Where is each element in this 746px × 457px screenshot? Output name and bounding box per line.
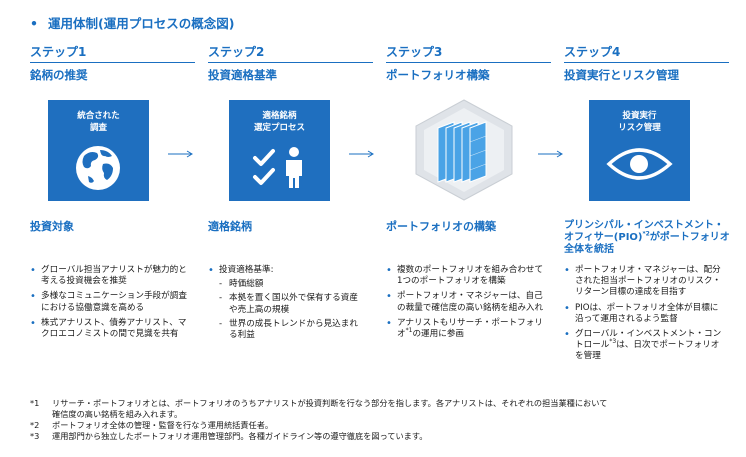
portfolio-layers-icon: [415, 99, 513, 201]
step3-header: ステップ3 ポートフォリオ構築: [386, 44, 551, 83]
step4-header: ステップ4 投資実行とリスク管理: [564, 44, 729, 83]
list-item-text: 投資適格基準:: [219, 265, 274, 275]
step4-divider: [564, 62, 729, 63]
step1-name: 銘柄の推奨: [30, 68, 88, 82]
step4-card-label: 投資実行 リスク管理: [589, 110, 690, 134]
step3-name: ポートフォリオ構築: [386, 68, 490, 82]
step1-divider: [30, 62, 195, 63]
step3-list: 複数のポートフォリオを組み合わせて1つのポートフォリオを構築 ポートフォリオ・マ…: [386, 265, 544, 344]
list-item-text: グローバル・インベストメント・コントロール: [575, 329, 722, 351]
page-title: • 運用体制(運用プロセスの概念図): [30, 13, 234, 32]
step2-card-label-line2: 選定プロセス: [253, 123, 305, 133]
check-person-icon: [253, 147, 302, 188]
step1-header: ステップ1 銘柄の推奨: [30, 44, 195, 83]
step2-name: 投資適格基準: [208, 68, 277, 82]
footnote-mark: *1: [30, 398, 40, 408]
footnote-mark: *3: [609, 338, 617, 346]
step3-divider: [386, 62, 551, 63]
sub-list-item: 本拠を置く国以外で保有する資産や売上高の規模: [219, 293, 358, 315]
step1-heading: 投資対象: [30, 220, 74, 233]
sub-list-item: 時価総額: [219, 279, 358, 290]
footnote-mark: *3: [30, 431, 40, 441]
list-item: 多様なコミュニケーション手段が調査における協働意識を高める: [30, 291, 190, 313]
footnote-text: 運用部門から独立したポートフォリオ運用管理部門。各種ガイドライン等の遵守徹底を図…: [52, 431, 428, 441]
step4-list: ポートフォリオ・マネジャーは、配分された担当ポートフォリオのリスク・リターン目標…: [564, 265, 724, 367]
step2-divider: [208, 62, 373, 63]
step2-card-label: 適格銘柄 選定プロセス: [229, 110, 330, 134]
list-item-text: の運用に参画: [412, 329, 465, 340]
step1-number: ステップ1: [30, 45, 87, 59]
step4-heading-line1: プリンシパル・インベストメント・: [564, 220, 724, 231]
list-item: ポートフォリオ・マネジャーは、配分された担当ポートフォリオのリスク・リターン目標…: [564, 265, 724, 299]
step4-heading-line2b: がポートフォリオ: [649, 232, 730, 243]
step4-heading: プリンシパル・インベストメント・ オフィサー(PIO)*2がポートフォリオ 全体…: [564, 220, 730, 256]
title-bullet: •: [30, 16, 38, 31]
list-item: ポートフォリオ・マネジャーは、自己の裁量で確信度の高い銘柄を組み入れ: [386, 291, 544, 313]
step1-list: グローバル担当アナリストが魅力的と考える投資機会を推奨 多様なコミュニケーション…: [30, 265, 190, 344]
eye-icon: [606, 148, 673, 180]
footnote-mark: *1: [405, 327, 413, 335]
step1-card-label-line2: 調査: [89, 123, 107, 133]
arrow-right-icon: [168, 150, 193, 158]
step4-heading-line2a: オフィサー(PIO): [564, 232, 643, 243]
step4-card-label-line2: リスク管理: [618, 123, 661, 133]
footnote: *1 リサーチ・ポートフォリオとは、ポートフォリオのうちアナリストが投資判断を行…: [30, 398, 607, 420]
footnote: *2 ポートフォリオ全体の管理・監督を行なう運用統括責任者。: [30, 420, 607, 431]
list-item: グローバル・インベストメント・コントロール*3は、日次でポートフォリオを管理: [564, 329, 724, 363]
step1-card-label: 統合された 調査: [48, 110, 149, 134]
step4-card: 投資実行 リスク管理: [589, 100, 690, 201]
title-text: 運用体制(運用プロセスの概念図): [48, 16, 235, 31]
footnote-mark: *2: [30, 420, 40, 430]
step2-number: ステップ2: [208, 45, 265, 59]
step2-sub-list: 時価総額 本拠を置く国以外で保有する資産や売上高の規模 世界の成長トレンドから見…: [219, 279, 358, 341]
step2-header: ステップ2 投資適格基準: [208, 44, 373, 83]
step4-name: 投資実行とリスク管理: [564, 68, 679, 82]
list-item: グローバル担当アナリストが魅力的と考える投資機会を推奨: [30, 265, 190, 287]
footnote-text: ポートフォリオ全体の管理・監督を行なう運用統括責任者。: [52, 420, 274, 430]
arrow-right-icon: [538, 150, 563, 158]
step3-heading: ポートフォリオの構築: [386, 220, 496, 233]
list-item-text: アナリストもリサーチ・ポートフォリオ: [397, 317, 543, 340]
arrow-right-icon: [349, 150, 374, 158]
globe-icon: [76, 146, 120, 190]
step2-list: 投資適格基準: 時価総額 本拠を置く国以外で保有する資産や売上高の規模 世界の成…: [208, 265, 358, 345]
step3-number: ステップ3: [386, 45, 443, 59]
step4-number: ステップ4: [564, 45, 621, 59]
step1-card: 統合された 調査: [48, 100, 149, 201]
list-item: 複数のポートフォリオを組み合わせて1つのポートフォリオを構築: [386, 265, 544, 287]
step2-heading: 適格銘柄: [208, 220, 252, 233]
footnote-text: リサーチ・ポートフォリオとは、ポートフォリオのうちアナリストが投資判断を行なう部…: [52, 398, 608, 408]
step2-card: 適格銘柄 選定プロセス: [229, 100, 330, 201]
footnote: *3 運用部門から独立したポートフォリオ運用管理部門。各種ガイドライン等の遵守徹…: [30, 431, 607, 442]
list-item: 株式アナリスト、債券アナリスト、マクロエコノミストの間で見識を共有: [30, 318, 190, 340]
step4-heading-mark: *2: [642, 230, 650, 238]
step2-card-label-line1: 適格銘柄: [262, 111, 297, 121]
list-item: 投資適格基準: 時価総額 本拠を置く国以外で保有する資産や売上高の規模 世界の成…: [208, 265, 358, 341]
sub-list-item: 世界の成長トレンドから見込まれる利益: [219, 319, 358, 341]
step1-card-label-line1: 統合された: [77, 111, 120, 121]
step4-card-label-line1: 投資実行: [622, 111, 657, 121]
list-item-text: は、日次でポートフォリオを管理: [575, 340, 720, 362]
footnote-text: 確信度の高い銘柄を組み入れます。: [52, 409, 183, 419]
step4-heading-line3: 全体を統括: [564, 244, 614, 255]
list-item: アナリストもリサーチ・ポートフォリオ*1の運用に参画: [386, 318, 544, 340]
footnotes: *1 リサーチ・ポートフォリオとは、ポートフォリオのうちアナリストが投資判断を行…: [30, 398, 607, 442]
list-item: PIOは、ポートフォリオ全体が目標に沿って運用されるよう監督: [564, 303, 724, 325]
